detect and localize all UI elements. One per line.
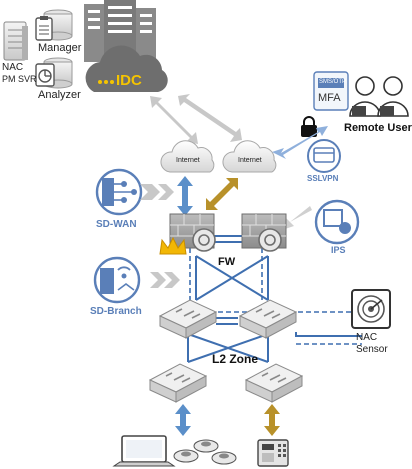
ips-label: IPS bbox=[331, 245, 346, 255]
nac-label: NAC bbox=[2, 62, 24, 73]
arrow-internet-fw2 bbox=[206, 178, 238, 210]
ips-to-fw-arrow bbox=[282, 206, 312, 230]
user-icon bbox=[377, 76, 409, 117]
switch-icon bbox=[244, 363, 304, 403]
ips-icon bbox=[314, 199, 360, 245]
manager-label: Manager bbox=[38, 42, 82, 54]
crown-icon bbox=[159, 236, 187, 255]
l2-zone-label: L2 Zone bbox=[212, 352, 259, 366]
switch-icon bbox=[158, 299, 218, 339]
sd-branch-label: SD-Branch bbox=[90, 306, 142, 317]
sd-branch-icon bbox=[93, 256, 141, 304]
nac-sensor-label-2: Sensor bbox=[356, 344, 388, 355]
lock-icon bbox=[301, 116, 317, 137]
access-point-icon bbox=[211, 451, 237, 465]
switch-icon bbox=[148, 363, 208, 403]
idc-label: IDC bbox=[116, 72, 142, 89]
mfa-label: MFA bbox=[318, 92, 341, 104]
datacenter-cloud-icon bbox=[84, 0, 168, 92]
sd-wan-icon bbox=[95, 168, 143, 216]
cloud-icon bbox=[160, 140, 215, 173]
radar-sensor-icon bbox=[351, 289, 391, 329]
mfa-device-icon bbox=[313, 71, 349, 111]
fw-label: FW bbox=[218, 256, 236, 268]
sd-wan-to-fw-arrows bbox=[144, 184, 174, 200]
cloud-icon bbox=[222, 140, 277, 173]
sslvpn-icon bbox=[307, 139, 341, 173]
firewall-icon bbox=[169, 213, 216, 252]
server-rack-icon bbox=[3, 21, 28, 61]
sd-branch-to-sw-arrows bbox=[150, 272, 180, 288]
firewall-icon bbox=[241, 213, 287, 252]
analyzer-label: Analyzer bbox=[38, 89, 81, 101]
ip-phone-icon bbox=[257, 439, 289, 467]
arrow-fw-remote bbox=[272, 126, 328, 159]
idc-internet-arrows bbox=[150, 94, 242, 144]
link-fw2-sw1 bbox=[195, 255, 269, 301]
access-point-icon bbox=[173, 449, 199, 463]
clipboard-icon bbox=[35, 16, 53, 41]
arrow-sw-endpoints bbox=[175, 404, 191, 436]
arrow-sw-phone bbox=[264, 404, 280, 436]
laptop-icon bbox=[112, 435, 176, 467]
pie-chart-icon bbox=[35, 63, 55, 87]
user-icon bbox=[349, 76, 381, 117]
nac-sensor-label-1: NAC bbox=[356, 332, 378, 343]
switch-icon bbox=[238, 299, 298, 339]
access-point-icon bbox=[193, 439, 219, 453]
internet-left-label: Internet bbox=[176, 157, 200, 164]
sslvpn-label: SSLVPN bbox=[307, 174, 339, 183]
remote-user-label: Remote User bbox=[344, 122, 412, 134]
sd-wan-label: SD-WAN bbox=[96, 219, 137, 230]
mfa-device-text: SMS/OTP bbox=[319, 79, 347, 85]
pm-svr-label: PM SVR bbox=[2, 74, 37, 84]
arrow-internet-fw1 bbox=[177, 176, 193, 216]
internet-right-label: Internet bbox=[238, 157, 262, 164]
